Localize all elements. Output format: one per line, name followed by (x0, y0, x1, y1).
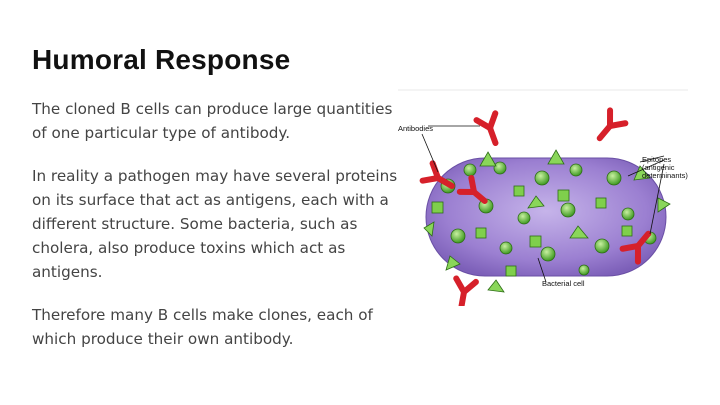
antibody-top-center (473, 110, 499, 147)
antigen-group (423, 149, 671, 293)
paragraph-pathogen-proteins: In reality a pathogen may have several p… (32, 167, 398, 281)
antibody-bottom-left (453, 275, 479, 309)
label-determinants: determinants) (642, 171, 688, 180)
label-bacterial-cell: Bacterial cell (542, 279, 585, 288)
antibody-right-binding (619, 230, 652, 265)
bacterial-cell-figure: Antibodies Epitopes (antigenic determina… (388, 86, 692, 309)
label-epitopes: Epitopes (642, 155, 672, 164)
paragraph-cloned-b-cells: The cloned B cells can produce large qua… (32, 100, 393, 142)
antibody-left-binding (419, 160, 455, 189)
antibody-top-right (596, 107, 629, 142)
bacterial-cell-illustration (398, 89, 688, 309)
antibody-group (419, 107, 652, 309)
page-title: Humoral Response (32, 44, 291, 75)
paragraph-many-clones: Therefore many B cells make clones, each… (32, 306, 373, 348)
antibody-center-binding (456, 175, 488, 204)
label-pointers (421, 125, 665, 283)
slide-body: The cloned B cells can produce large qua… (32, 97, 402, 370)
label-antibodies: Antibodies (398, 124, 434, 133)
label-antigenic: (antigenic (642, 163, 675, 172)
